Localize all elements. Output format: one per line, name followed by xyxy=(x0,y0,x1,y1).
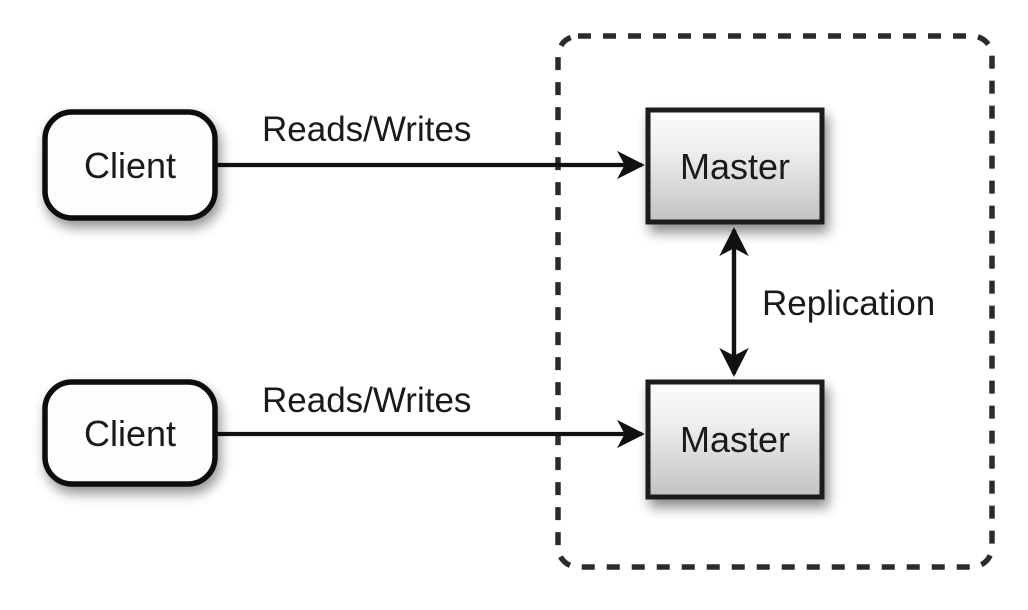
node-client-bottom[interactable]: Client xyxy=(42,379,218,487)
edge-label-reads-writes-bottom: Reads/Writes xyxy=(262,381,471,420)
edge-label-replication: Replication xyxy=(762,284,935,323)
edge-label-reads-writes-top: Reads/Writes xyxy=(262,110,471,149)
node-master-bottom[interactable]: Master xyxy=(645,379,825,500)
node-client-top[interactable]: Client xyxy=(42,109,218,221)
node-client-bottom-label: Client xyxy=(84,413,176,454)
node-master-bottom-label: Master xyxy=(680,419,790,460)
node-client-top-label: Client xyxy=(84,145,176,186)
node-master-top[interactable]: Master xyxy=(645,107,825,225)
node-master-top-label: Master xyxy=(680,146,790,187)
